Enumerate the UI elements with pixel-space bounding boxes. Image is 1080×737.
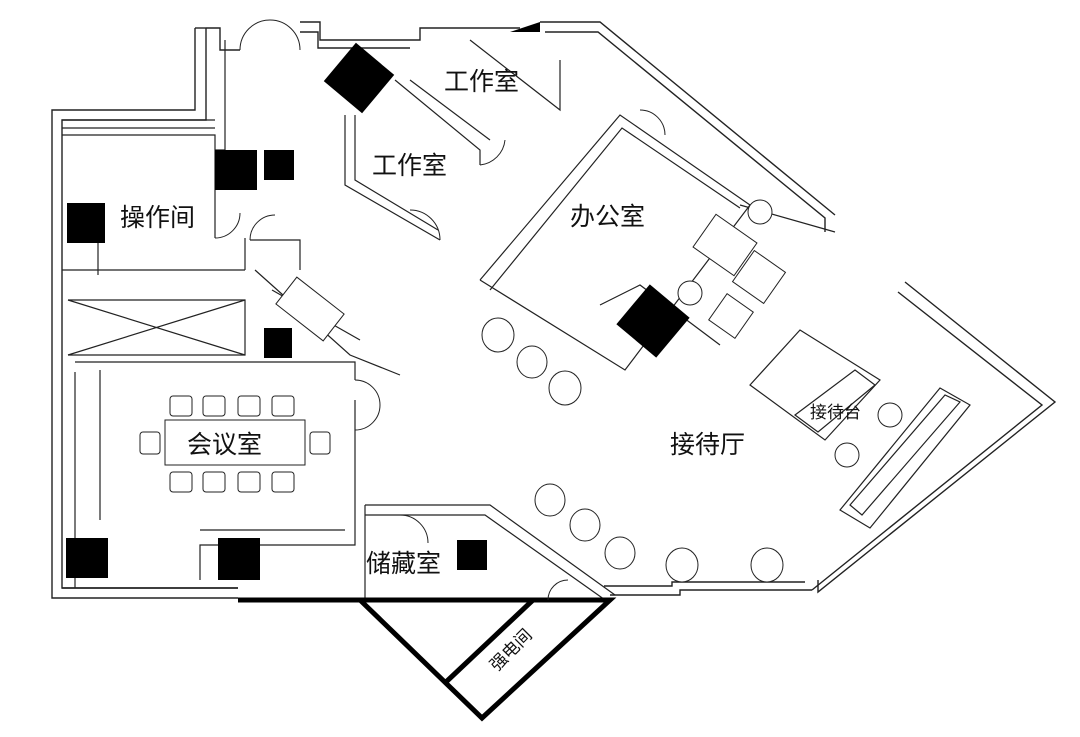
- side-table: [747, 199, 773, 225]
- column: [264, 150, 294, 180]
- meeting-chair: [169, 471, 193, 493]
- meeting-chair: [271, 395, 295, 417]
- lounge-chair: [516, 345, 548, 379]
- heavy-walls: [238, 597, 617, 722]
- room-label-storage-room: 储藏室: [366, 549, 441, 578]
- sofa: [275, 276, 345, 342]
- lounge-chair: [534, 483, 566, 517]
- side-table: [677, 280, 703, 306]
- column: [218, 538, 260, 580]
- desk-chair: [877, 402, 903, 428]
- room-label-meeting-room: 会议室: [187, 430, 262, 459]
- structural-columns: [66, 22, 690, 580]
- room-label-studio-2: 工作室: [372, 151, 447, 180]
- lounge-chair: [548, 370, 582, 406]
- lounge-chair: [569, 508, 601, 542]
- column: [510, 22, 540, 32]
- lounge-chair: [750, 547, 784, 583]
- armchair: [708, 293, 754, 339]
- meeting-chair: [237, 395, 261, 417]
- column: [66, 538, 108, 578]
- room-label-office: 办公室: [570, 202, 645, 231]
- room-label-studio-1: 工作室: [444, 67, 519, 96]
- column: [616, 284, 690, 358]
- meeting-chair: [271, 471, 295, 493]
- lounge-chair: [604, 536, 636, 570]
- room-label-reception-hall: 接待厅: [670, 430, 745, 459]
- door-swings: [214, 19, 666, 601]
- meeting-chair: [139, 431, 161, 455]
- meeting-chair: [202, 395, 226, 417]
- interior-walls: [62, 39, 971, 603]
- sofa: [692, 213, 758, 277]
- column: [323, 42, 395, 114]
- outer-walls: [51, 21, 1057, 599]
- lounge-chair: [665, 547, 699, 583]
- furniture: [139, 199, 903, 583]
- meeting-table: [164, 419, 306, 466]
- column: [457, 540, 487, 570]
- armchair: [731, 249, 787, 305]
- column: [264, 328, 292, 358]
- column: [215, 150, 257, 190]
- meeting-chair: [237, 471, 261, 493]
- desk-chair: [834, 442, 860, 468]
- lounge-chair: [481, 317, 515, 353]
- meeting-chair: [202, 471, 226, 493]
- room-label-reception-desk: 接待台: [810, 403, 861, 423]
- meeting-chair: [169, 395, 193, 417]
- column: [67, 203, 105, 243]
- meeting-chair: [309, 431, 331, 455]
- room-label-electrical-room: 强电间: [486, 625, 536, 675]
- room-label-operation-room: 操作间: [120, 203, 195, 232]
